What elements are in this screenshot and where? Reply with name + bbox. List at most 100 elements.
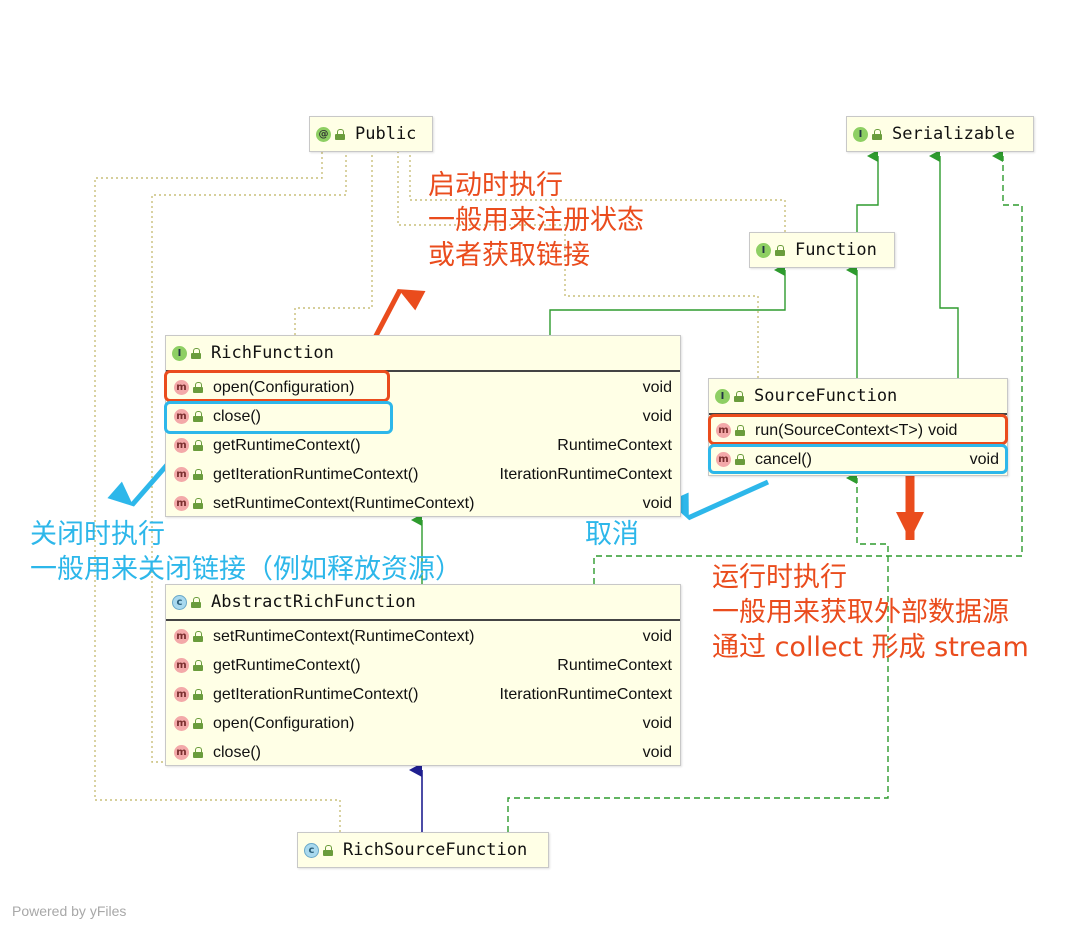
callout-arrow-cancel xyxy=(668,479,770,521)
method-return-type: void xyxy=(969,450,999,468)
public-lock-icon xyxy=(735,425,746,436)
method-badge-icon: m xyxy=(174,687,189,702)
method-row[interactable]: m open(Configuration) void xyxy=(166,709,680,738)
edge-function-public xyxy=(409,152,786,232)
method-return-type: void xyxy=(642,743,672,761)
edge-function-serializable xyxy=(856,150,879,232)
interface-badge-icon: I xyxy=(853,126,868,142)
node-abstract-rich-function[interactable]: c AbstractRichFunction m setRuntimeConte… xyxy=(165,584,681,766)
annotation-cancel-note: 取消 xyxy=(585,519,639,550)
edge-source-public xyxy=(397,152,759,378)
public-lock-icon xyxy=(193,411,204,422)
public-lock-icon xyxy=(193,747,204,758)
node-function[interactable]: I Function xyxy=(749,232,895,268)
dashed-edges xyxy=(507,150,1023,832)
method-return-type: void xyxy=(642,494,672,512)
method-name: setRuntimeContext(RuntimeContext) xyxy=(213,494,475,512)
public-lock-icon xyxy=(193,469,204,480)
method-badge-icon: m xyxy=(716,423,731,438)
node-source-function[interactable]: I SourceFunction m run(SourceContext<T>)… xyxy=(708,378,1008,476)
method-row[interactable]: m open(Configuration) void xyxy=(166,373,680,402)
method-badge-icon: m xyxy=(174,629,189,644)
class-badge-icon: c xyxy=(172,594,187,610)
public-lock-icon xyxy=(191,347,202,359)
public-lock-icon xyxy=(335,128,346,140)
method-name: run(SourceContext<T>) xyxy=(755,421,924,439)
method-return-type: void xyxy=(642,407,672,425)
method-badge-icon: m xyxy=(174,716,189,731)
method-return-type: RuntimeContext xyxy=(557,436,672,454)
method-row[interactable]: m run(SourceContext<T>) void xyxy=(709,416,1007,445)
method-badge-icon: m xyxy=(174,409,189,424)
method-badge-icon: m xyxy=(174,438,189,453)
method-return-type: IterationRuntimeContext xyxy=(499,685,672,703)
node-title: Serializable xyxy=(892,124,1015,144)
method-badge-icon: m xyxy=(174,658,189,673)
method-name: close() xyxy=(213,407,262,425)
public-lock-icon xyxy=(735,454,746,465)
method-name: close() xyxy=(213,743,262,761)
public-lock-icon xyxy=(734,390,745,402)
method-return-type: void xyxy=(642,714,672,732)
public-annotation-edges xyxy=(94,152,786,832)
annotation-open-note: 启动时执行 一般用来注册状态 或者获取链接 xyxy=(428,170,644,271)
footer-credit: Powered by yFiles xyxy=(12,903,127,919)
node-serializable[interactable]: I Serializable xyxy=(846,116,1034,152)
edge-source-serializable xyxy=(929,150,959,378)
public-lock-icon xyxy=(193,440,204,451)
implements-edges xyxy=(411,150,959,584)
public-lock-icon xyxy=(193,718,204,729)
method-name: setRuntimeContext(RuntimeContext) xyxy=(213,627,475,645)
public-lock-icon xyxy=(872,128,883,140)
method-return-type: void xyxy=(928,421,958,439)
public-lock-icon xyxy=(193,631,204,642)
method-row[interactable]: m getRuntimeContext() RuntimeContext xyxy=(166,651,680,680)
node-title: Function xyxy=(795,240,877,260)
annotation-badge-icon: @ xyxy=(316,126,331,142)
method-row[interactable]: m close() void xyxy=(166,738,680,767)
method-name: cancel() xyxy=(755,450,812,468)
node-title: Public xyxy=(355,124,417,144)
edge-rich-public xyxy=(294,152,373,335)
public-lock-icon xyxy=(193,498,204,509)
method-return-type: IterationRuntimeContext xyxy=(499,465,672,483)
node-title: SourceFunction xyxy=(754,386,898,406)
public-lock-icon xyxy=(191,596,202,608)
method-name: getIterationRuntimeContext() xyxy=(213,465,419,483)
method-name: getRuntimeContext() xyxy=(213,656,361,674)
method-badge-icon: m xyxy=(174,380,189,395)
method-row[interactable]: m getIterationRuntimeContext() Iteration… xyxy=(166,460,680,489)
method-badge-icon: m xyxy=(174,745,189,760)
method-name: open(Configuration) xyxy=(213,714,355,732)
edge-richsource-source xyxy=(507,472,889,832)
method-row[interactable]: m getIterationRuntimeContext() Iteration… xyxy=(166,680,680,709)
public-lock-icon xyxy=(193,660,204,671)
node-rich-function[interactable]: I RichFunction m open(Configuration) voi… xyxy=(165,335,681,517)
method-badge-icon: m xyxy=(174,496,189,511)
annotation-run-note: 运行时执行 一般用来获取外部数据源 通过 collect 形成 stream xyxy=(712,562,1029,663)
method-return-type: void xyxy=(642,378,672,396)
node-title: RichSourceFunction xyxy=(343,840,528,860)
class-badge-icon: c xyxy=(304,842,319,858)
method-return-type: void xyxy=(642,627,672,645)
node-public[interactable]: @ Public xyxy=(309,116,433,152)
method-row[interactable]: m setRuntimeContext(RuntimeContext) void xyxy=(166,622,680,651)
method-name: open(Configuration) xyxy=(213,378,355,396)
node-title: AbstractRichFunction xyxy=(211,592,416,612)
public-lock-icon xyxy=(775,244,786,256)
method-name: getIterationRuntimeContext() xyxy=(213,685,419,703)
edge-rich-function xyxy=(549,264,786,335)
method-row[interactable]: m cancel() void xyxy=(709,445,1007,474)
edge-abstract-serializable xyxy=(593,150,1023,584)
method-row[interactable]: m getRuntimeContext() RuntimeContext xyxy=(166,431,680,460)
method-row[interactable]: m setRuntimeContext(RuntimeContext) void xyxy=(166,489,680,518)
interface-badge-icon: I xyxy=(756,242,771,258)
node-title: RichFunction xyxy=(211,343,334,363)
interface-badge-icon: I xyxy=(715,388,730,404)
method-badge-icon: m xyxy=(716,452,731,467)
node-rich-source-function[interactable]: c RichSourceFunction xyxy=(297,832,549,868)
interface-badge-icon: I xyxy=(172,345,187,361)
annotation-close-note: 关闭时执行 一般用来关闭链接（例如释放资源） xyxy=(30,519,462,585)
method-row[interactable]: m close() void xyxy=(166,402,680,431)
method-name: getRuntimeContext() xyxy=(213,436,361,454)
